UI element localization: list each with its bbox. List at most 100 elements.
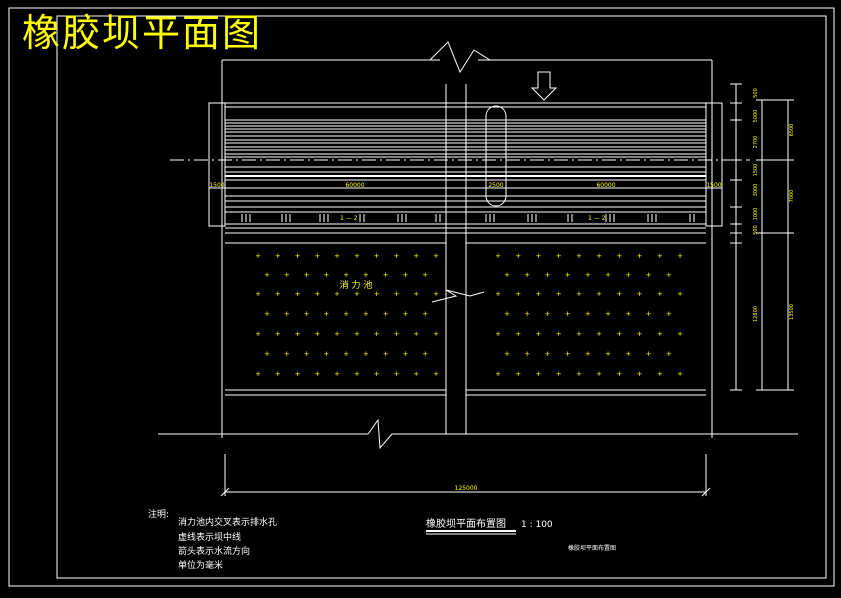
- drainage-hole-mark: +: [314, 290, 320, 298]
- drainage-hole-mark: +: [657, 370, 663, 378]
- dims-top: [208, 183, 723, 193]
- drainage-hole-mark: +: [284, 350, 290, 358]
- drainage-hole-mark: +: [637, 252, 643, 260]
- drainage-hole-mark: +: [495, 252, 501, 260]
- drainage-hole-mark: +: [314, 330, 320, 338]
- drainage-hole-mark: +: [637, 290, 643, 298]
- flow-direction-arrow: [530, 71, 558, 101]
- left-abutment: [208, 102, 226, 227]
- drainage-hole-mark: +: [275, 370, 281, 378]
- drainage-hole-mark: +: [605, 350, 611, 358]
- drainage-hole-mark: +: [422, 350, 428, 358]
- drainage-hole-mark: +: [585, 271, 591, 279]
- notes: 注明: 消力池内交叉表示排水孔 虚线表示坝中线 箭头表示水流方向 单位为毫米: [148, 508, 277, 571]
- drainage-hole-mark: +: [402, 310, 408, 318]
- drainage-hole-mark: +: [402, 350, 408, 358]
- drainage-hole-mark: +: [524, 271, 530, 279]
- drainage-hole-mark: +: [433, 370, 439, 378]
- drainage-hole-mark: +: [334, 252, 340, 260]
- drainage-hole-mark: +: [314, 370, 320, 378]
- drainage-hole-mark: +: [657, 252, 663, 260]
- drainage-hole-mark: +: [343, 350, 349, 358]
- drainage-hole-mark: +: [433, 252, 439, 260]
- drainage-hole-mark: +: [585, 350, 591, 358]
- drainage-hole-mark: +: [363, 271, 369, 279]
- drainage-hole-mark: +: [544, 271, 550, 279]
- gate-mark-left: 1 — 2: [340, 215, 358, 222]
- drainage-hole-mark: +: [625, 350, 631, 358]
- caption-scale: 1 : 100: [521, 520, 553, 530]
- notes-heading: 注明:: [148, 508, 169, 520]
- drainage-hole-mark: +: [495, 330, 501, 338]
- drainage-hole-mark: +: [304, 310, 310, 318]
- drainage-hole-mark: +: [576, 252, 582, 260]
- drainage-hole-mark: +: [275, 290, 281, 298]
- drainage-hole-mark: +: [413, 330, 419, 338]
- drainage-hole-mark: +: [535, 330, 541, 338]
- drainage-hole-mark: +: [625, 271, 631, 279]
- drainage-hole-mark: +: [433, 330, 439, 338]
- drainage-hole-mark: +: [515, 370, 521, 378]
- dim-right-d5: 1500: [753, 164, 759, 177]
- drainage-hole-mark: +: [264, 350, 270, 358]
- drainage-hole-mark: +: [383, 350, 389, 358]
- note-line-2: 虚线表示坝中线: [178, 531, 241, 543]
- break-line-middle: [431, 289, 485, 303]
- drainage-hole-mark: +: [666, 350, 672, 358]
- drainage-hole-mark: +: [284, 271, 290, 279]
- drainage-hole-mark: +: [255, 252, 261, 260]
- drainage-hole-mark: +: [556, 252, 562, 260]
- drainage-hole-mark: +: [605, 271, 611, 279]
- drainage-hole-mark: +: [677, 370, 683, 378]
- drainage-hole-mark: +: [422, 271, 428, 279]
- drainage-hole-mark: +: [354, 252, 360, 260]
- dim-right-d6: 1000: [753, 208, 759, 221]
- drainage-hole-mark: +: [264, 310, 270, 318]
- drainage-hole-mark: +: [556, 330, 562, 338]
- drainage-hole-mark: +: [343, 310, 349, 318]
- drainage-hole-mark: +: [255, 330, 261, 338]
- drainage-hole-mark: +: [605, 310, 611, 318]
- drainage-hole-mark: +: [646, 310, 652, 318]
- dim-right-span: 60000: [596, 182, 615, 189]
- drainage-hole-mark: +: [413, 370, 419, 378]
- drainage-hole-mark: +: [495, 290, 501, 298]
- drawing-title: 橡胶坝平面图: [22, 11, 263, 55]
- drainage-hole-mark: +: [535, 252, 541, 260]
- drainage-hole-mark: +: [284, 310, 290, 318]
- drainage-hole-mark: +: [295, 370, 301, 378]
- drainage-hole-mark: +: [576, 330, 582, 338]
- drainage-hole-mark: +: [255, 370, 261, 378]
- break-line-bottom: [367, 418, 393, 450]
- drainage-hole-mark: +: [515, 290, 521, 298]
- drainage-hole-mark: +: [637, 370, 643, 378]
- drainage-hole-mark: +: [596, 290, 602, 298]
- drainage-hole-mark: +: [576, 290, 582, 298]
- drainage-hole-mark: +: [295, 290, 301, 298]
- drainage-hole-mark: +: [393, 290, 399, 298]
- drainage-hole-mark: +: [354, 370, 360, 378]
- note-line-1: 消力池内交叉表示排水孔: [178, 516, 277, 528]
- right-abutment: [705, 102, 723, 227]
- dim-total: 125000: [455, 485, 478, 492]
- drainage-hole-mark: +: [413, 290, 419, 298]
- drainage-hole-mark: +: [544, 350, 550, 358]
- drainage-hole-mark: +: [323, 271, 329, 279]
- stilling-basin-label: 消 力 池: [340, 279, 373, 291]
- dim-right-d3: 2700: [753, 136, 759, 149]
- inner-frame: [56, 15, 827, 579]
- drainage-hole-mark: +: [524, 350, 530, 358]
- drainage-hole-mark: +: [677, 252, 683, 260]
- dim-right-outer-top: 6500: [789, 124, 795, 137]
- drainage-hole-mark: +: [657, 290, 663, 298]
- drainage-hole-mark: +: [495, 370, 501, 378]
- drainage-hole-mark: +: [343, 271, 349, 279]
- dim-right-outer-mid: 7000: [789, 190, 795, 203]
- drainage-hole-mark: +: [314, 252, 320, 260]
- drainage-hole-mark: +: [646, 350, 652, 358]
- drainage-hole-mark: +: [374, 370, 380, 378]
- dim-right-end: 1500: [706, 182, 721, 189]
- drainage-hole-mark: +: [374, 330, 380, 338]
